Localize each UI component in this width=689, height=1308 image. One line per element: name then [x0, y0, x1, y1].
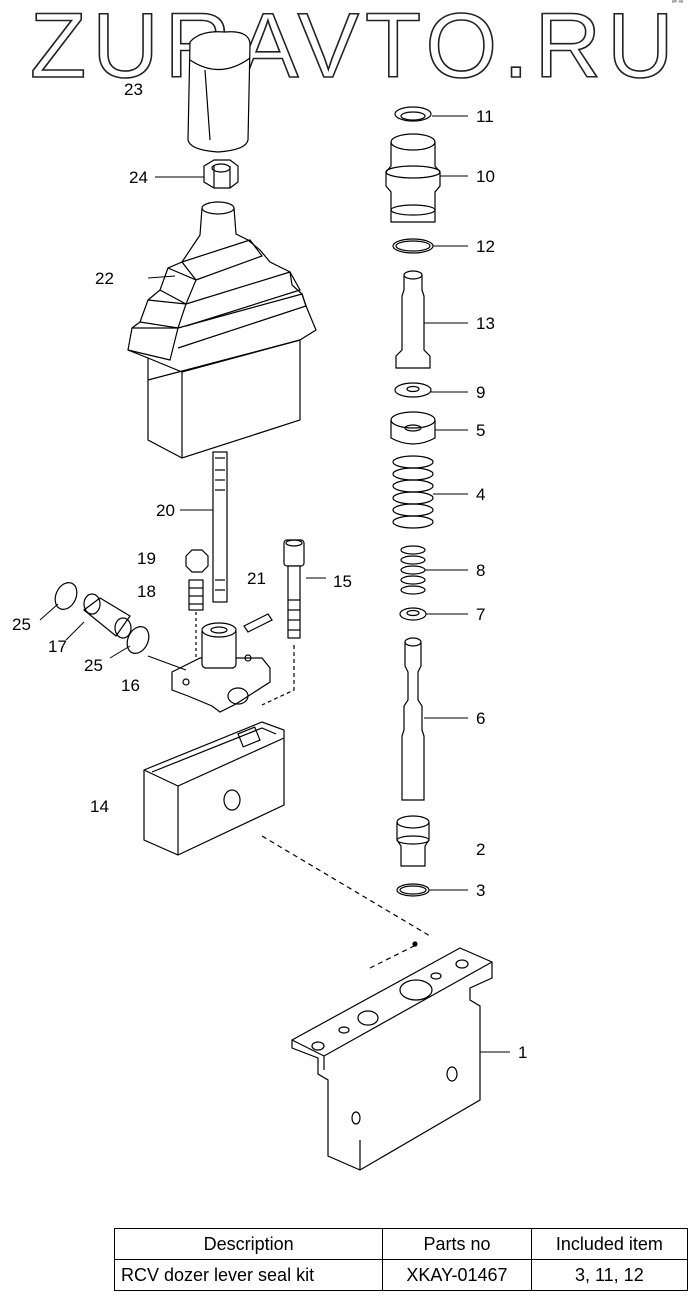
- part-5-seat: [390, 411, 436, 445]
- watermark-logo: ZURAVTO.RU: [29, 0, 680, 97]
- part-2-plug: [396, 815, 430, 867]
- seal-kit-table: Description Parts no Included item RCV d…: [113, 1228, 689, 1291]
- part-4-spring: [392, 455, 434, 529]
- column-header-description: Description: [113, 1228, 384, 1260]
- part-8-spring: [400, 545, 426, 595]
- part-14-housing: [143, 721, 431, 969]
- part-23-knob: [187, 31, 251, 153]
- callout-2: 2: [476, 840, 486, 859]
- part-20-rod: [212, 451, 228, 603]
- callout-14: 14: [90, 797, 109, 816]
- part-24-nut: [203, 159, 239, 189]
- callout-15: 15: [333, 572, 352, 591]
- column-header-included-item: Included item: [530, 1228, 689, 1260]
- part-12-oring: [392, 238, 434, 254]
- leader-lines: [39, 115, 510, 1053]
- callout-7: 7: [476, 605, 486, 624]
- corner-mark: ᵃʷ ᵃᵃ: [671, 0, 683, 6]
- part-19-nut: [185, 549, 209, 573]
- callout-22: 22: [95, 269, 114, 288]
- part-18-screw: [188, 579, 204, 611]
- callout-16: 16: [121, 676, 140, 695]
- part-13-plunger: [395, 270, 431, 369]
- callout-8: 8: [476, 561, 486, 580]
- callout-25-right: 25: [84, 656, 103, 675]
- cell-description: RCV dozer lever seal kit: [113, 1259, 384, 1291]
- callout-3: 3: [476, 881, 486, 900]
- part-15-bolt: [261, 539, 305, 706]
- part-25-ring-a: [54, 582, 78, 610]
- callout-20: 20: [156, 501, 175, 520]
- callout-17: 17: [48, 637, 67, 656]
- callout-6: 6: [476, 709, 486, 728]
- part-7-washer: [399, 607, 427, 621]
- part-9-washer: [394, 382, 432, 398]
- callout-21: 21: [247, 569, 266, 588]
- part-3-oring: [396, 883, 430, 897]
- part-17-tube: [83, 593, 132, 639]
- callout-23: 23: [124, 80, 143, 99]
- callout-1: 1: [518, 1043, 528, 1062]
- callout-19: 19: [137, 549, 156, 568]
- cell-parts-no: XKAY-01467: [382, 1259, 532, 1291]
- callout-11: 11: [476, 107, 494, 126]
- table-row: RCV dozer lever seal kit XKAY-01467 3, 1…: [113, 1259, 689, 1291]
- cell-included-item: 3, 11, 12: [530, 1259, 689, 1291]
- callout-4: 4: [476, 485, 486, 504]
- callout-13: 13: [476, 314, 495, 333]
- table-header-row: Description Parts no Included item: [113, 1228, 689, 1260]
- part-25-ring-b: [126, 626, 150, 654]
- part-22-boot: [127, 201, 317, 459]
- callout-25-left: 25: [12, 615, 31, 634]
- callout-18: 18: [137, 582, 156, 601]
- part-10-guide: [385, 133, 441, 223]
- part-16-holder: [171, 612, 271, 713]
- callout-9: 9: [476, 383, 486, 402]
- callout-24: 24: [129, 168, 148, 187]
- part-6-spool: [401, 637, 425, 801]
- part-11-ring: [394, 106, 432, 122]
- callout-10: 10: [476, 167, 495, 186]
- part-1-body: [291, 947, 493, 1171]
- column-header-parts-no: Parts no: [382, 1228, 532, 1260]
- callout-12: 12: [476, 237, 495, 256]
- part-21-pin: [243, 613, 273, 633]
- callout-5: 5: [476, 421, 486, 440]
